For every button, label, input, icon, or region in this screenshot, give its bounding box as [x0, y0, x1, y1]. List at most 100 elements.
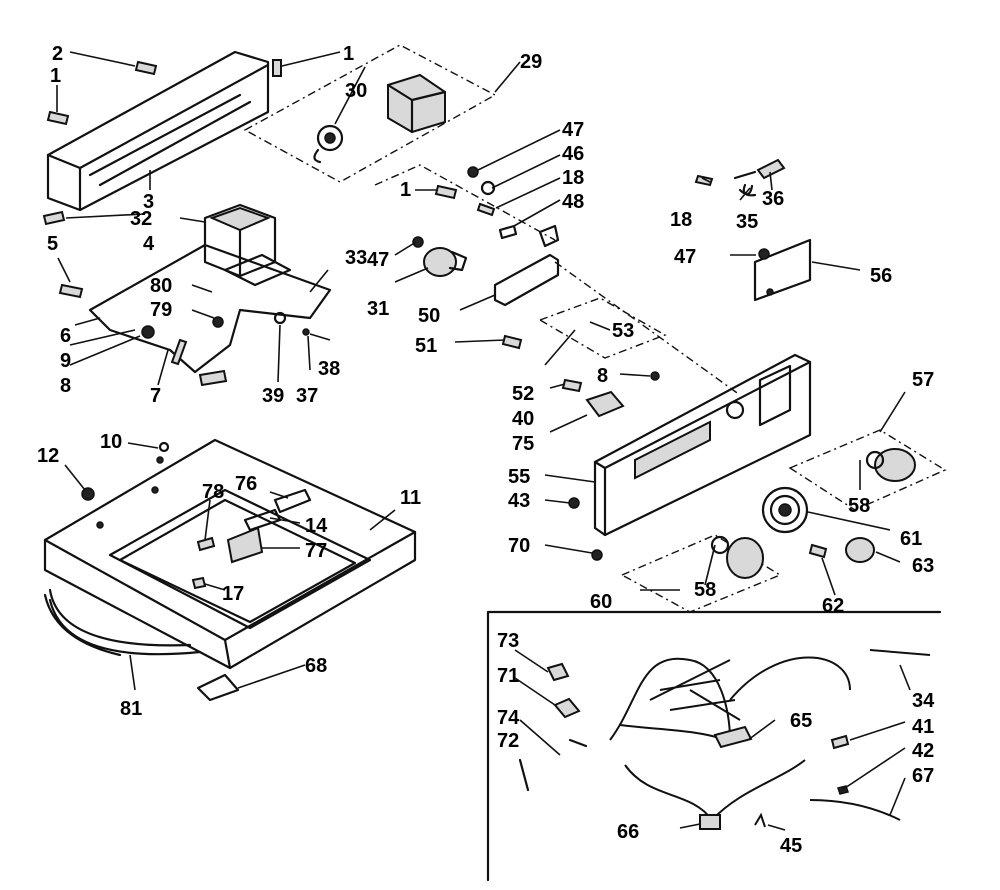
nut-12 [81, 487, 95, 501]
callout-78: 78 [202, 481, 224, 503]
switch-group-outline [538, 297, 667, 359]
callout-39: 39 [262, 385, 284, 407]
callout-5: 5 [47, 233, 58, 255]
dial-skirt [761, 486, 809, 534]
callout-71: 71 [497, 665, 519, 687]
callout-1: 1 [400, 179, 411, 201]
callout-61: 61 [900, 528, 922, 550]
callout-53: 53 [612, 320, 634, 342]
leader-lines [56, 51, 911, 831]
callout-9: 9 [60, 350, 71, 372]
callout-51: 51 [415, 335, 437, 357]
callout-14: 14 [305, 515, 328, 537]
terminal-46 [480, 180, 496, 196]
callout-75: 75 [512, 433, 534, 455]
callout-33: 33 [345, 247, 367, 269]
selector-switch [412, 236, 468, 277]
callout-29: 29 [520, 51, 542, 73]
washer-39 [273, 311, 287, 325]
callout-74: 74 [497, 707, 520, 729]
callout-30: 30 [345, 80, 367, 102]
callout-55: 55 [508, 466, 530, 488]
harness-outline [554, 261, 741, 396]
lamp-assembly [733, 158, 786, 197]
callout-40: 40 [512, 408, 534, 430]
callout-37: 37 [296, 385, 318, 407]
selector-knob [710, 535, 764, 579]
callout-66: 66 [617, 821, 639, 843]
callout-58: 58 [848, 495, 870, 517]
callout-8: 8 [60, 375, 71, 397]
callout-57: 57 [912, 369, 934, 391]
callout-63: 63 [912, 555, 934, 577]
clip-70 [591, 549, 603, 561]
washer-10 [158, 441, 170, 453]
nut-9 [141, 325, 155, 339]
callout-1: 1 [343, 43, 354, 65]
rear-bracket [46, 50, 270, 212]
callout-79: 79 [150, 299, 172, 321]
screw-17 [191, 576, 207, 590]
knob-group-57 [788, 429, 947, 511]
clip-43 [568, 497, 580, 509]
callout-10: 10 [100, 431, 122, 453]
callout-7: 7 [150, 385, 161, 407]
callout-60: 60 [590, 591, 612, 613]
callout-46: 46 [562, 143, 584, 165]
callout-41: 41 [912, 716, 934, 738]
callout-18: 18 [670, 209, 692, 231]
mount-bracket [58, 243, 332, 387]
callout-81: 81 [120, 698, 142, 720]
callout-36: 36 [762, 188, 784, 210]
nut-47 [467, 166, 479, 178]
callout-52: 52 [512, 383, 534, 405]
callout-58: 58 [694, 579, 716, 601]
switch-bracket [493, 224, 560, 307]
knob-group-60 [620, 534, 782, 613]
callout-70: 70 [508, 535, 530, 557]
callout-45: 45 [780, 835, 802, 857]
callout-43: 43 [508, 490, 530, 512]
callout-47: 47 [674, 246, 696, 268]
lid-switch [196, 488, 312, 564]
callout-17: 17 [222, 583, 244, 605]
callout-2: 2 [52, 43, 63, 65]
harness-inset [486, 610, 942, 882]
callout-56: 56 [870, 265, 892, 287]
callout-3: 3 [143, 191, 154, 213]
callout-32: 32 [130, 208, 152, 230]
callout-31: 31 [367, 298, 389, 320]
callout-50: 50 [418, 305, 440, 327]
lid-81 [43, 588, 202, 657]
screw-parts [42, 59, 714, 393]
strike-68 [196, 673, 240, 702]
callout-67: 67 [912, 765, 934, 787]
clip-38 [302, 328, 310, 336]
callout-1: 1 [50, 65, 61, 87]
callout-73: 73 [497, 630, 519, 652]
callout-80: 80 [150, 275, 172, 297]
callout-47: 47 [367, 249, 389, 271]
callout-72: 72 [497, 730, 519, 752]
console-panel [585, 353, 812, 537]
callout-18: 18 [562, 167, 584, 189]
callout-48: 48 [562, 191, 584, 213]
callout-35: 35 [736, 211, 758, 233]
callout-labels: 1 1 1 2 3 4 5 6 7 8 8 9 10 11 12 14 17 1… [37, 43, 935, 857]
callout-11: 11 [400, 487, 421, 509]
lead-outline [374, 164, 556, 241]
callout-68: 68 [305, 655, 327, 677]
timer-motor [313, 73, 447, 164]
callout-76: 76 [235, 473, 257, 495]
screw-62 [808, 543, 828, 559]
knob-63 [845, 537, 875, 563]
callout-8: 8 [597, 365, 608, 387]
callout-34: 34 [912, 690, 935, 712]
callout-47: 47 [562, 119, 584, 141]
callout-65: 65 [790, 710, 812, 732]
callout-6: 6 [60, 325, 71, 347]
lamp-bracket [753, 238, 812, 302]
callout-38: 38 [318, 358, 340, 380]
clip-48 [498, 224, 518, 240]
